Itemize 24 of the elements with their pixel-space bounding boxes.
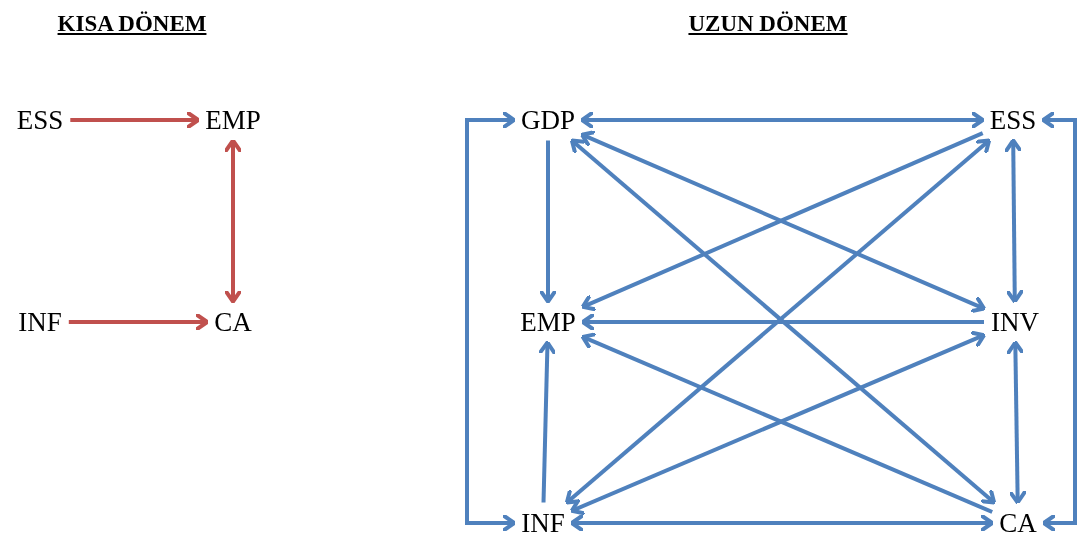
arrow (1041, 111, 1077, 532)
variable-label: INF (521, 509, 565, 537)
variable-label: GDP (521, 106, 575, 134)
variable-label: CA (999, 509, 1037, 537)
variable-label: INF (18, 308, 62, 336)
arrow (224, 138, 242, 304)
variable-label: INV (991, 308, 1039, 336)
variable-label: EMP (205, 106, 261, 134)
variable-label: EMP (520, 308, 576, 336)
variable-label: ESS (989, 106, 1037, 134)
arrow (580, 313, 984, 331)
arrow (538, 340, 557, 503)
arrow (580, 111, 985, 129)
arrow (539, 140, 557, 304)
arrow (70, 111, 201, 129)
variable-label: CA (214, 308, 252, 336)
arrow (1006, 340, 1027, 505)
arrow (68, 313, 210, 331)
section-heading: KISA DÖNEM (57, 11, 207, 37)
arrow (569, 514, 995, 532)
arrow (1004, 138, 1024, 304)
variable-label: ESS (16, 106, 64, 134)
arrow (465, 111, 517, 532)
section-heading: UZUN DÖNEM (688, 11, 848, 37)
